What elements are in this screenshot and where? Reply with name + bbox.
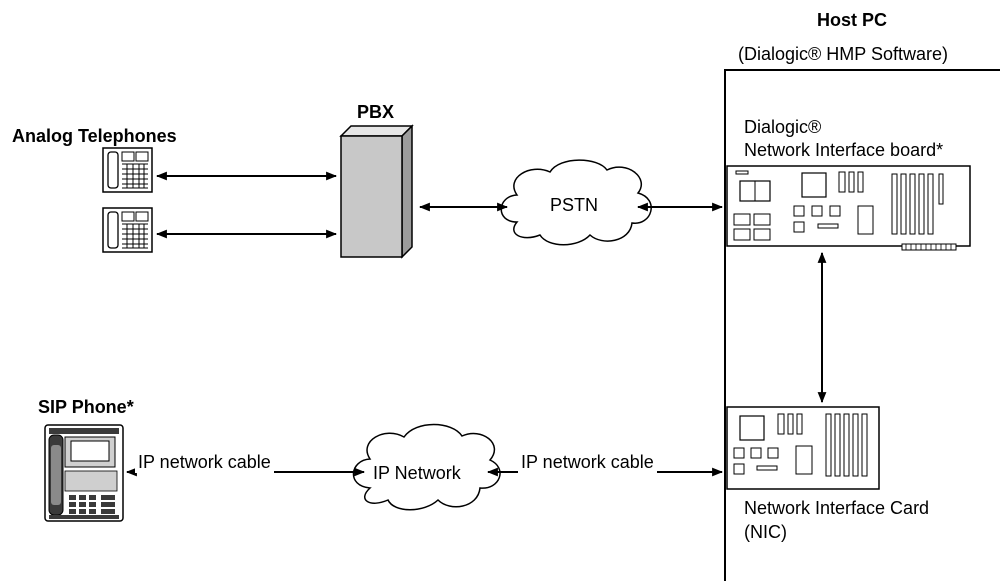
ip-network-cable-label-right: IP network cable: [518, 452, 657, 473]
host-pc-subtitle: (Dialogic® HMP Software): [738, 44, 948, 64]
analog-telephone-icon: [102, 207, 153, 253]
pbx-icon: [339, 124, 414, 259]
pstn-label: PSTN: [550, 195, 599, 215]
board-label-line1: Dialogic®: [744, 117, 822, 137]
pstn-cloud-icon: [500, 159, 652, 246]
sip-phone-label: SIP Phone*: [38, 397, 134, 417]
analog-telephone-icon: [102, 147, 153, 193]
sip-phone-icon: [44, 424, 124, 522]
analog-telephones-label: Analog Telephones: [12, 126, 177, 146]
nic-card-icon: [726, 406, 880, 490]
nic-label-line1: Network Interface Card: [744, 498, 930, 518]
ip-network-cloud-icon: [352, 423, 501, 511]
host-pc-enclosure: [724, 69, 1000, 581]
nic-label-line2: (NIC): [744, 522, 787, 542]
host-pc-title: Host PC: [817, 10, 888, 30]
ip-network-cable-label-left: IP network cable: [135, 452, 274, 473]
circuit-board-icon: [726, 165, 971, 251]
board-label-line2: Network Interface board*: [744, 140, 944, 160]
ip-network-label: IP Network: [373, 463, 461, 483]
pbx-label: PBX: [357, 102, 395, 122]
